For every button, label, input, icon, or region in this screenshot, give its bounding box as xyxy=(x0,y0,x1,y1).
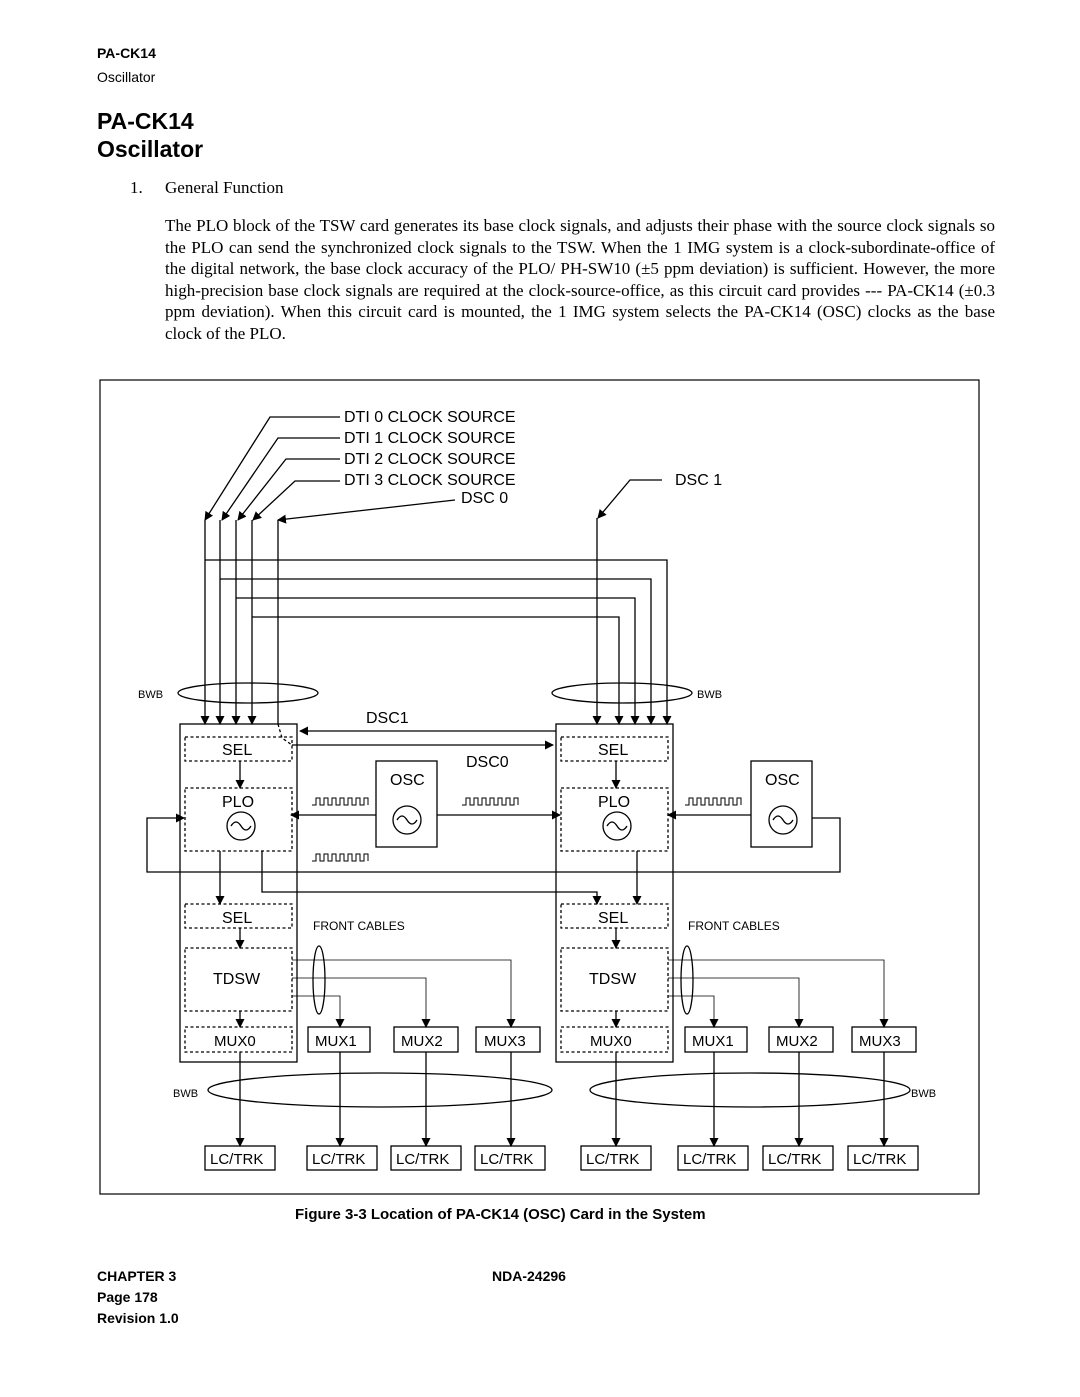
figure-caption: Figure 3-3 Location of PA-CK14 (OSC) Car… xyxy=(295,1206,706,1223)
page-subtitle: Oscillator xyxy=(97,136,204,162)
footer-chapter: CHAPTER 3 xyxy=(97,1268,177,1284)
right-mux1: MUX1 xyxy=(692,1033,734,1050)
left-mux1: MUX1 xyxy=(315,1033,357,1050)
left-mux3: MUX3 xyxy=(484,1033,526,1050)
link-dsc1-label: DSC1 xyxy=(366,710,409,727)
lctrk-4: LC/TRK xyxy=(480,1151,533,1168)
front-cables-left: FRONT CABLES xyxy=(313,919,405,933)
right-mux0: MUX0 xyxy=(590,1033,632,1050)
lctrk-5: LC/TRK xyxy=(586,1151,639,1168)
footer-revision: Revision 1.0 xyxy=(97,1310,179,1326)
bwb-label-top-right: BWB xyxy=(697,689,722,701)
source-label-dti3: DTI 3 CLOCK SOURCE xyxy=(344,472,516,489)
dsc1-label: DSC 1 xyxy=(675,472,722,489)
left-osc: OSC xyxy=(390,772,425,789)
right-sel-top: SEL xyxy=(598,742,628,759)
right-osc: OSC xyxy=(765,772,800,789)
footer-doc-number: NDA-24296 xyxy=(492,1268,566,1284)
lctrk-1: LC/TRK xyxy=(210,1151,263,1168)
section-number: 1. xyxy=(130,178,143,197)
running-header-product: PA-CK14 xyxy=(97,45,156,61)
bwb-label-bottom-right: BWB xyxy=(911,1088,936,1100)
section-paragraph: The PLO block of the TSW card generates … xyxy=(165,216,995,343)
source-label-dti0: DTI 0 CLOCK SOURCE xyxy=(344,409,516,426)
footer-page: Page 178 xyxy=(97,1289,158,1305)
left-tdsw: TDSW xyxy=(213,971,261,988)
left-plo: PLO xyxy=(222,794,254,811)
lctrk-3: LC/TRK xyxy=(396,1151,449,1168)
bwb-label-top-left: BWB xyxy=(138,689,163,701)
source-label-dti2: DTI 2 CLOCK SOURCE xyxy=(344,451,516,468)
lctrk-2: LC/TRK xyxy=(312,1151,365,1168)
lctrk-6: LC/TRK xyxy=(683,1151,736,1168)
lctrk-8: LC/TRK xyxy=(853,1151,906,1168)
section-heading: General Function xyxy=(165,178,284,197)
bwb-label-bottom-left: BWB xyxy=(173,1088,198,1100)
right-plo: PLO xyxy=(598,794,630,811)
right-mux2: MUX2 xyxy=(776,1033,818,1050)
left-sel-bottom: SEL xyxy=(222,910,252,927)
right-sel-bottom: SEL xyxy=(598,910,628,927)
link-dsc0-label: DSC0 xyxy=(466,754,509,771)
source-label-dti1: DTI 1 CLOCK SOURCE xyxy=(344,430,516,447)
running-header-subtitle: Oscillator xyxy=(97,69,156,85)
dsc0-label: DSC 0 xyxy=(461,490,508,507)
front-cables-right: FRONT CABLES xyxy=(688,919,780,933)
left-mux2: MUX2 xyxy=(401,1033,443,1050)
left-mux0: MUX0 xyxy=(214,1033,256,1050)
left-sel-top: SEL xyxy=(222,742,252,759)
page-title: PA-CK14 xyxy=(97,108,194,134)
right-mux3: MUX3 xyxy=(859,1033,901,1050)
right-tdsw: TDSW xyxy=(589,971,637,988)
lctrk-7: LC/TRK xyxy=(768,1151,821,1168)
